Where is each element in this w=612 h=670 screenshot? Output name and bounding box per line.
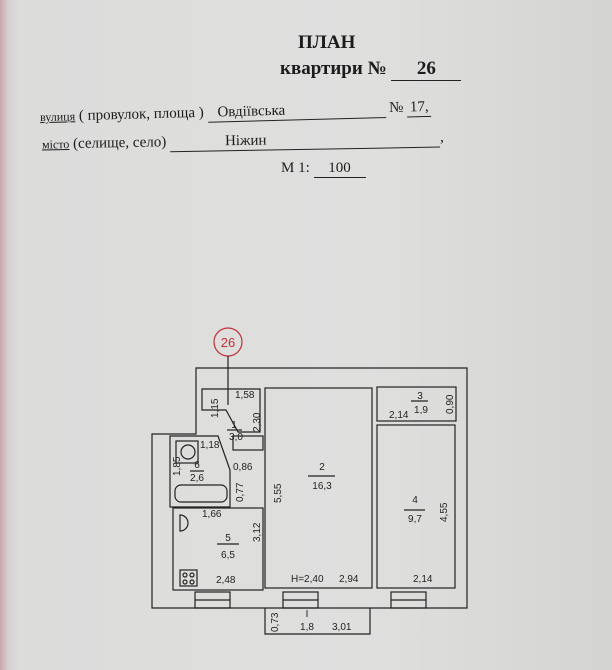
toilet-icon	[175, 440, 199, 464]
windows	[194, 591, 427, 609]
dim-3-12: 3,12	[252, 522, 263, 542]
room-2-no: 2	[319, 462, 325, 473]
bathtub-icon	[174, 484, 228, 503]
room-1-outline	[201, 388, 261, 433]
outer-wall	[151, 367, 468, 609]
room-4-outline	[376, 424, 456, 589]
scale-label: М 1:	[281, 160, 310, 176]
scale-value: 100	[313, 160, 366, 178]
room-2-area: 16,3	[312, 481, 332, 492]
room-1-no: 1	[231, 420, 237, 431]
dim-2-30: 2,30	[252, 412, 263, 432]
apartment-number: 26	[391, 58, 462, 81]
room-2-outline	[264, 387, 373, 589]
dim-1-58: 1,58	[235, 390, 255, 401]
room-4-area: 9,7	[408, 514, 422, 525]
dimension-labels: 1,58 1,15 2,30 1,18 1,85 0,86 0,77 1,66 …	[172, 390, 456, 633]
room-3-no: 3	[417, 391, 423, 402]
dim-3-01: 3,01	[332, 622, 352, 633]
dim-0-73: 0,73	[270, 612, 281, 632]
room-5-outline	[172, 507, 264, 591]
scale-line: М 1: 100	[281, 160, 366, 178]
apartment-heading: квартири № 26	[280, 58, 462, 81]
stove-burners	[182, 572, 195, 585]
apartment-heading-prefix: квартири №	[280, 58, 387, 79]
room-labels: 1 3,0 2 16,3 3 1,9 4 9,7 5 6,5 6 2,6 I 1…	[190, 391, 428, 633]
stove-icon	[179, 569, 198, 587]
dim-2-48: 2,48	[216, 575, 236, 586]
apartment-stamp: 26	[221, 335, 235, 350]
ceiling-height: H=2,40	[291, 574, 324, 585]
dim-0-86: 0,86	[233, 462, 253, 473]
balcony-area: 1,8	[300, 622, 314, 633]
room-6-outline	[169, 435, 231, 508]
room-3-outline	[376, 386, 457, 422]
room-6-area: 2,6	[190, 473, 204, 484]
dim-0-90: 0,90	[445, 394, 456, 414]
document-title: ПЛАН	[298, 32, 356, 53]
room-3-area: 1,9	[414, 405, 428, 416]
dim-1-15: 1,15	[210, 398, 221, 418]
room-5-area: 6,5	[221, 550, 235, 561]
balcony-no: I	[306, 609, 309, 620]
dim-5-55: 5,55	[273, 483, 284, 503]
dim-1-85: 1,85	[172, 456, 183, 476]
dim-0-77: 0,77	[235, 482, 246, 502]
dim-1-66: 1,66	[202, 509, 222, 520]
corridor-outline	[232, 435, 264, 451]
dim-2-14-top: 2,14	[389, 410, 409, 421]
room-4-no: 4	[412, 495, 418, 506]
dim-1-18: 1,18	[200, 440, 220, 451]
balcony-outline	[264, 608, 371, 635]
room-5-no: 5	[225, 533, 231, 544]
toilet-bowl-icon	[180, 444, 196, 460]
dim-4-55: 4,55	[439, 502, 450, 522]
dim-2-94: 2,94	[339, 574, 359, 585]
dim-2-14-bottom: 2,14	[413, 574, 433, 585]
sink-icon	[179, 514, 189, 532]
room-6-no: 6	[194, 460, 200, 471]
room-1-area: 3,0	[229, 432, 243, 443]
